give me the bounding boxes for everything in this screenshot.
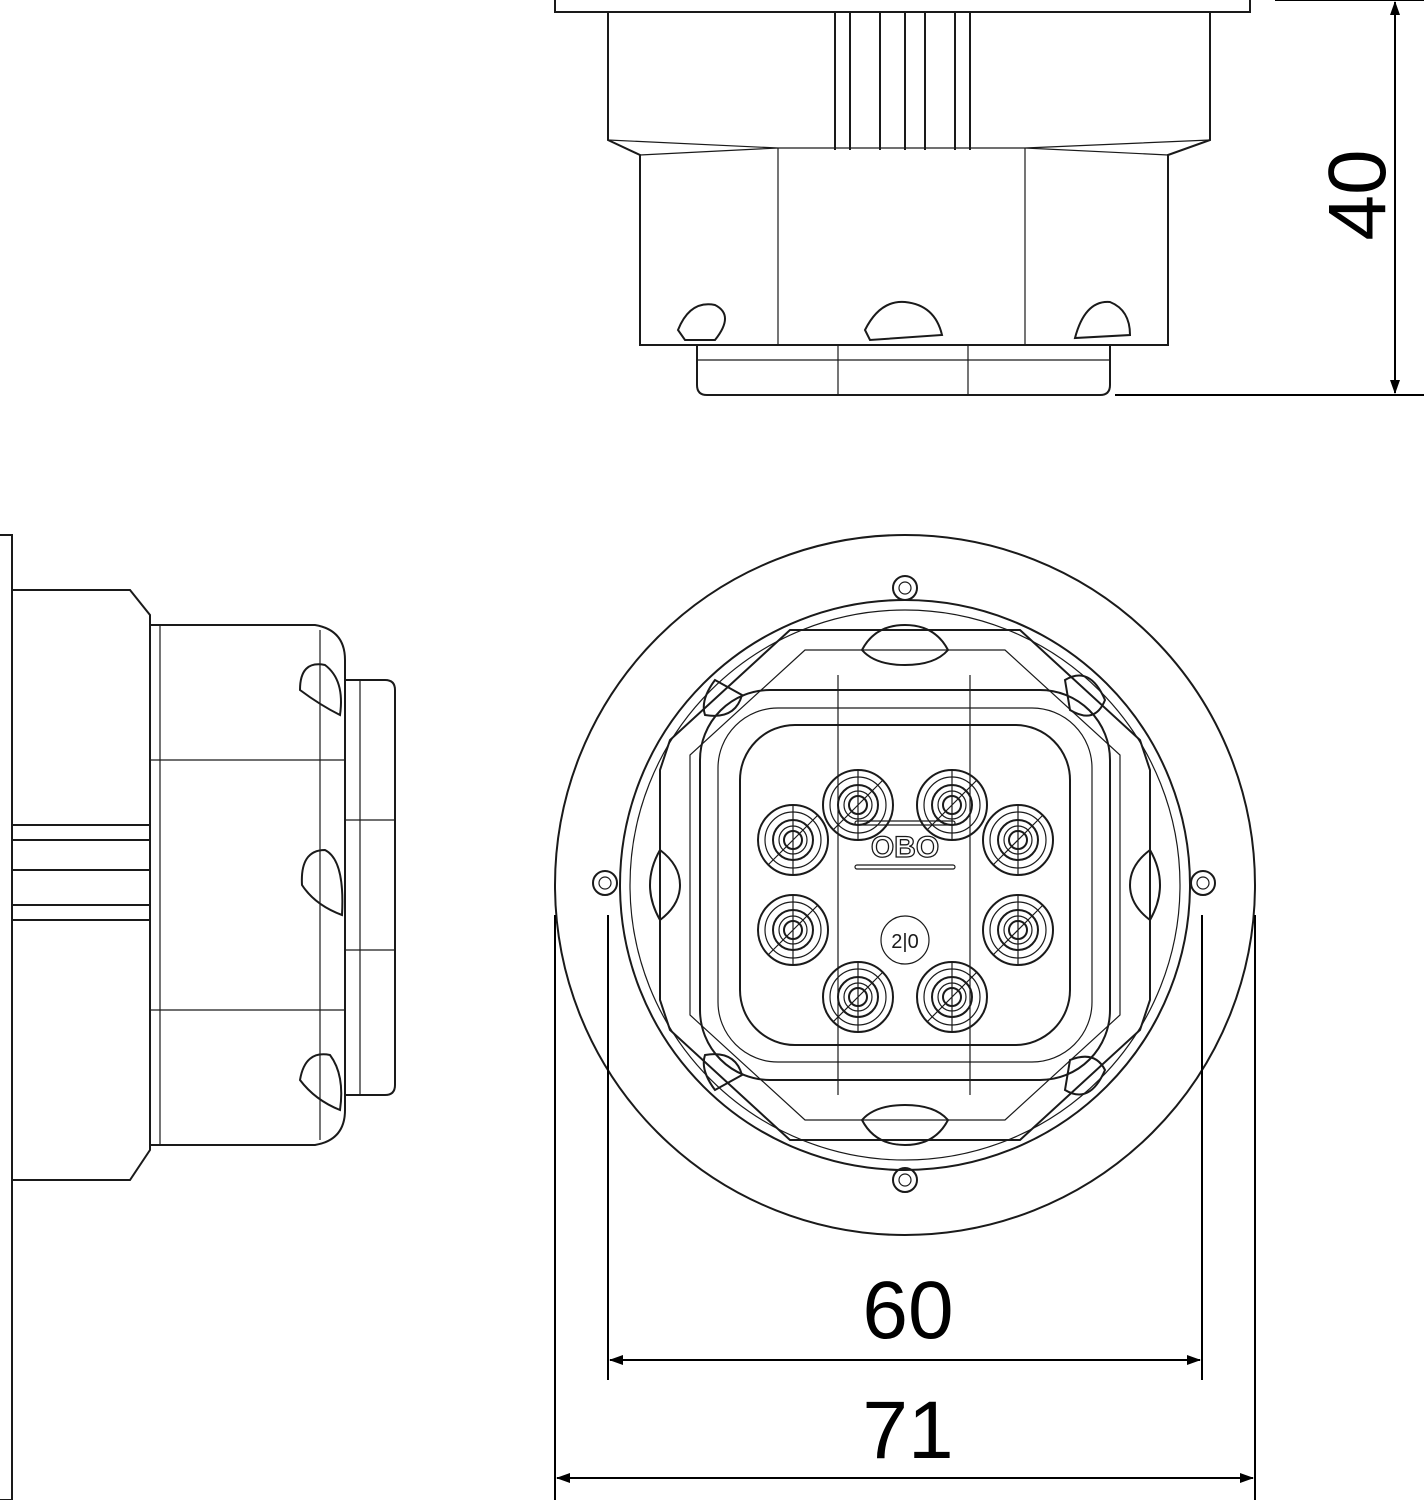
obo-logo: OBO bbox=[854, 820, 956, 870]
date-stamp: 2|0 bbox=[880, 915, 930, 965]
inner-width-label: 60 bbox=[862, 1265, 953, 1356]
width-dimension-71: 71 bbox=[554, 915, 1256, 1500]
outer-width-label: 71 bbox=[862, 1385, 953, 1476]
grommet bbox=[916, 961, 988, 1033]
grommet bbox=[982, 894, 1054, 966]
svg-text:OBO: OBO bbox=[871, 831, 939, 864]
grommet bbox=[757, 894, 829, 966]
cable-entry-grommets bbox=[757, 769, 1054, 1033]
grommet bbox=[822, 769, 894, 841]
screw-holes bbox=[592, 575, 1216, 1193]
height-dimension: 40 bbox=[1115, 0, 1424, 396]
grommet bbox=[757, 804, 829, 876]
front-view: OBO 2|0 bbox=[554, 534, 1256, 1236]
grommet bbox=[916, 769, 988, 841]
elevation-view bbox=[554, 0, 1251, 396]
grommet bbox=[822, 961, 894, 1033]
width-dimension-60: 60 bbox=[607, 915, 1203, 1380]
grommet bbox=[982, 804, 1054, 876]
svg-text:2|0: 2|0 bbox=[891, 931, 918, 953]
side-view bbox=[0, 534, 396, 1500]
height-dimension-label: 40 bbox=[1312, 149, 1403, 240]
